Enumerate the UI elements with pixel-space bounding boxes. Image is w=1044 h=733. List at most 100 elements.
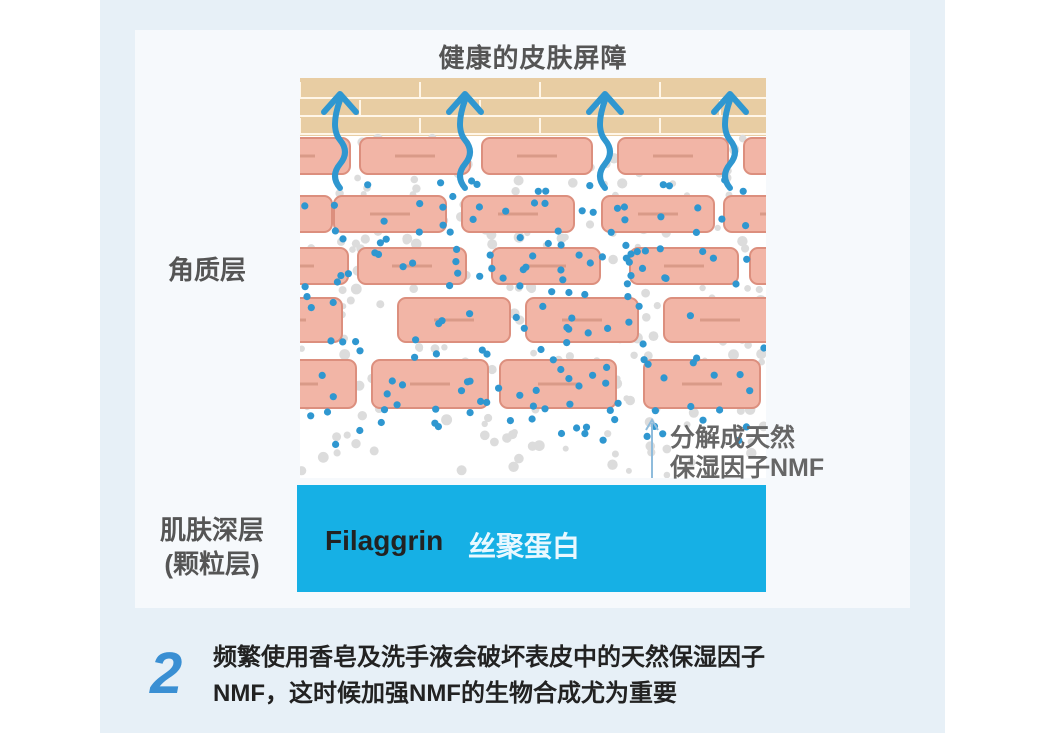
nmf-dot [466,310,474,318]
nmf-dot [412,336,420,344]
nmf-dot [364,181,372,189]
nmf-dot [651,407,659,415]
nmf-dot [478,346,486,354]
moisture-arrow [457,97,473,191]
nmf-dot [415,228,423,236]
nmf-dot [329,393,337,401]
step-number: 2 [150,641,183,706]
nmf-dot [446,228,454,236]
nmf-dot [578,207,586,215]
nmf-dot [686,312,694,320]
nmf-dot [376,239,384,247]
nmf-dot [542,187,550,195]
nmf-dot [532,386,540,394]
nmf-dot [439,203,447,211]
nmf-dot [303,293,311,301]
nmf-dot [352,338,360,346]
nmf-dot [307,412,315,420]
nmf-dot [581,290,589,299]
lipid-dot [653,302,661,310]
nmf-dot [589,371,597,379]
nmf-dot [539,302,547,310]
deep-layer-label-line1: 肌肤深层 [160,515,265,545]
nmf-dot [620,203,628,211]
moisture-arrow-head [446,91,484,115]
nmf-dot [559,276,567,284]
nmf-dot [307,304,315,312]
lipid-dot [607,459,618,470]
corneocyte-cell [749,247,766,285]
nmf-dot [380,406,389,414]
moisture-arrow [722,97,738,191]
lipid-dot [441,344,448,351]
nmf-dot [623,280,631,288]
nmf-dot [475,203,483,211]
lipid-dot [758,421,766,432]
lipid-dot [648,331,659,341]
nmf-dot [499,274,507,282]
moisture-arrow-head [711,91,749,115]
nmf-dot [565,375,573,383]
nmf-dot [622,241,630,249]
nmf-dot [568,314,576,322]
skin-barrier-illustration [300,78,766,478]
nmf-dot [344,270,352,278]
nmf-dot [589,208,597,216]
nmf-dot [534,187,542,195]
nmf-dot [519,266,527,274]
nmf-dot [716,406,724,414]
moisture-arrow-head [586,91,624,115]
nmf-dot [625,258,633,266]
nmf-dot [694,204,702,212]
nmf-dot [625,318,633,326]
nmf-dot [333,278,341,286]
nmf-dot [735,436,743,444]
nmf-dot [416,200,424,208]
lipid-dot [360,234,370,244]
nmf-dot [584,329,592,337]
nmf-dot [544,239,552,248]
lipid-dot [642,313,651,322]
lipid-dot [409,284,418,293]
lipid-dot [530,349,537,357]
nmf-dot [438,317,446,325]
nmf-dot [621,216,629,224]
lipid-dot [533,440,545,451]
lipid-dot [746,447,757,459]
nmf-dot [718,215,726,223]
nmf-dot [520,324,528,332]
nmf-dot [327,337,335,345]
lipid-dot [744,341,752,349]
lipid-dot [487,239,498,250]
lipid-dot [502,433,512,443]
caption-text: 频繁使用香皂及洗手液会破坏表皮中的天然保湿因子 NMF，这时候加强NMF的生物合… [213,640,913,712]
lipid-dot [585,220,595,229]
nmf-dot [541,405,549,413]
nmf-dot [586,259,594,267]
lipid-dot [630,351,638,359]
nmf-dot [483,398,491,406]
nmf-dot [483,350,491,358]
lipid-dot [709,456,718,465]
surface-layer [300,78,766,136]
nmf-dot [557,266,565,274]
nmf-dot [557,241,565,249]
nmf-dot [760,344,766,352]
lipid-dot [611,450,619,458]
nmf-dot [644,360,652,368]
lipid-dot [738,134,747,143]
nmf-dot [627,272,635,280]
nmf-annotation: 分解成天然 保湿因子NMF [670,423,824,483]
nmf-dot [606,406,614,414]
nmf-dot [446,282,454,290]
nmf-dot [693,354,701,362]
nmf-dot [633,248,641,256]
nmf-dot [641,247,649,255]
nmf-dot [476,272,484,280]
nmf-dot [437,179,445,187]
filaggrin-cn-label: 丝聚蛋白 [468,531,581,562]
lipid-dot [641,288,650,298]
nmf-dot [332,440,340,448]
lipid-dot [484,413,493,423]
lipid-dot [480,430,490,441]
